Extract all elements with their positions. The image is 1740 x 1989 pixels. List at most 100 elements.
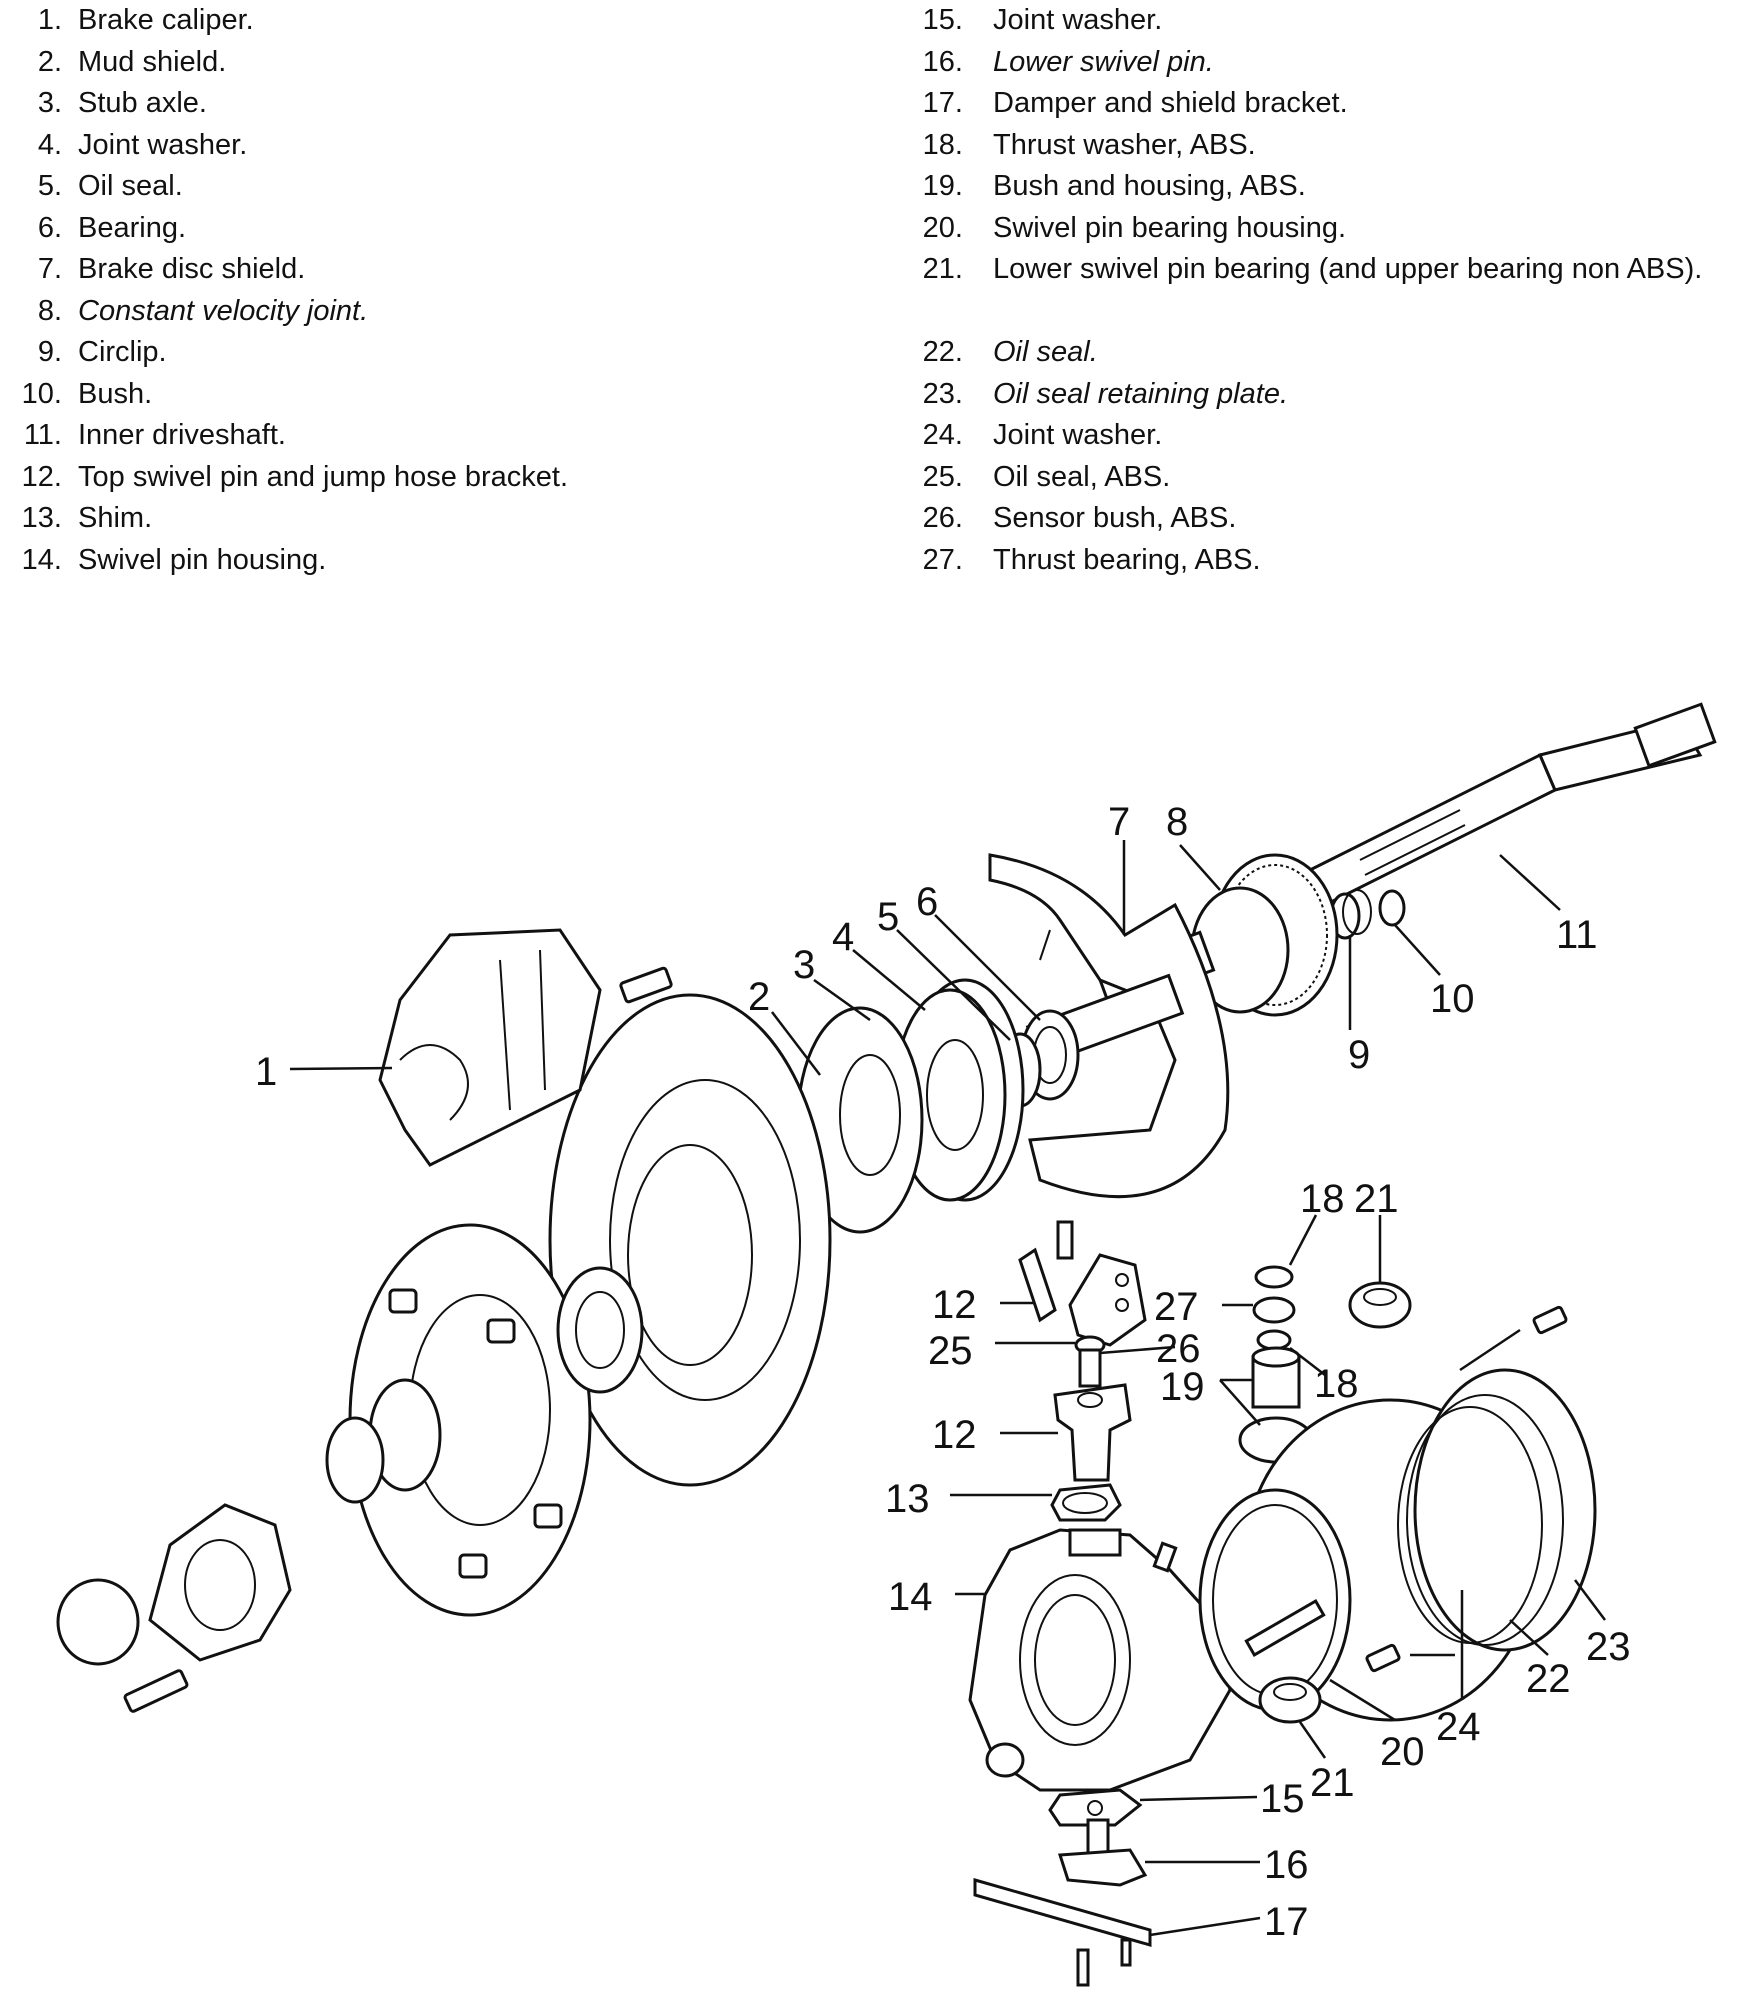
- callout-24: 24: [1436, 1705, 1481, 1749]
- callout-18-top: 18: [1300, 1177, 1345, 1221]
- callout-5: 5: [877, 895, 899, 939]
- callout-12-lower: 12: [932, 1413, 977, 1457]
- legend-item-24: 24.Joint washer.: [905, 415, 1740, 457]
- callout-6: 6: [916, 880, 938, 924]
- legend-number: 25.: [922, 460, 963, 493]
- legend-item-15: 15.Joint washer.: [905, 0, 1740, 42]
- callout-16: 16: [1264, 1843, 1309, 1887]
- legend-text: Stub axle.: [78, 87, 207, 119]
- legend-text: Bush and housing, ABS.: [993, 170, 1306, 202]
- legend-item-22: 22.Oil seal.: [905, 332, 1740, 374]
- top-swivel-pin: [1053, 1383, 1132, 1482]
- legend-item-16: 16.Lower swivel pin.: [905, 42, 1740, 84]
- legend-number: 23.: [922, 377, 963, 410]
- brake-disc-shield: [988, 853, 1230, 1199]
- legend-item-27: 27. Thrust bearing, ABS.: [905, 540, 1740, 582]
- legend-number: 4.: [37, 128, 62, 161]
- legend-item-21: 21. Lower swivel pin bearing (and upper b…: [905, 249, 1740, 332]
- legend-text: Joint washer.: [993, 419, 1163, 451]
- plate-bolt: [1532, 1305, 1568, 1335]
- legend-item-8: 8.Constant velocity joint.: [0, 291, 880, 333]
- thrust-bearing-abs: [1252, 1296, 1296, 1324]
- callout-1: 1: [255, 1050, 277, 1094]
- callout-11: 11: [1556, 913, 1598, 957]
- inner-driveshaft: [1308, 702, 1717, 908]
- callout-13: 13: [885, 1477, 930, 1521]
- legend-item-6: 6.Bearing.: [0, 208, 880, 250]
- hub: [348, 1223, 644, 1617]
- legend-text: Joint washer.: [78, 128, 248, 161]
- legend-number: 3.: [37, 87, 62, 119]
- callout-18-lower: 18: [1314, 1362, 1359, 1406]
- callout-20: 20: [1380, 1730, 1425, 1774]
- legend-item-18: 18. Thrust washer, ABS.: [905, 125, 1740, 167]
- thrust-washer-abs-lower: [1256, 1329, 1292, 1351]
- legend-number: 11.: [23, 419, 62, 451]
- housing-bolt: [1365, 1643, 1401, 1673]
- legend-text: Oil seal.: [78, 170, 183, 202]
- bush: [1378, 889, 1406, 927]
- legend-number: 15.: [922, 4, 963, 36]
- legend-number: 6.: [37, 211, 62, 244]
- hub-cap: [56, 1578, 140, 1666]
- callout-27: 27: [1154, 1285, 1199, 1329]
- callout-21-top: 21: [1354, 1177, 1399, 1221]
- legend-number: 27.: [922, 543, 963, 576]
- callout-7: 7: [1108, 800, 1130, 844]
- legend-text: Brake caliper.: [78, 4, 254, 36]
- legend-item-17: 17.Damper and shield bracket.: [905, 83, 1740, 125]
- legend-number: 14.: [21, 543, 62, 576]
- legend-text: Oil seal, ABS.: [993, 460, 1171, 493]
- legend-number: 5.: [37, 170, 62, 202]
- callout-22: 22: [1526, 1657, 1571, 1701]
- legend-text: Constant velocity joint.: [78, 294, 369, 327]
- top-swivel-pin-bracket: [1018, 1220, 1147, 1347]
- callout-2: 2: [748, 975, 770, 1019]
- legend-item-13: 13.Shim.: [0, 498, 880, 540]
- shim: [1050, 1483, 1122, 1522]
- legend-text: Thrust washer, ABS.: [993, 128, 1256, 161]
- legend-text: Sensor bush, ABS.: [993, 502, 1237, 534]
- callout-26: 26: [1156, 1327, 1201, 1371]
- legend-number: 26.: [922, 502, 963, 534]
- legend-text: Thrust bearing, ABS.: [993, 543, 1261, 576]
- legend-text: Oil seal retaining plate.: [993, 377, 1288, 410]
- oil-seal-retaining-plate: [1413, 1368, 1597, 1652]
- legend-number: 12.: [21, 460, 62, 493]
- legend-text: Lower swivel pin.: [993, 45, 1214, 78]
- callout-8: 8: [1166, 800, 1188, 844]
- legend-text: Mud shield.: [78, 45, 227, 78]
- callout-14: 14: [888, 1575, 933, 1619]
- callout-4: 4: [832, 915, 854, 959]
- callout-15: 15: [1260, 1777, 1305, 1821]
- legend-text: Brake disc shield.: [78, 253, 306, 285]
- legend-item-2: 2. Mud shield.: [0, 42, 880, 84]
- legend-number: 21.: [922, 253, 963, 285]
- swivel-pin-housing: [968, 1528, 1232, 1792]
- drive-member: [148, 1503, 292, 1662]
- legend-item-1: 1.Brake caliper.: [0, 0, 880, 42]
- legend-number: 2.: [37, 45, 62, 78]
- joint-washer-ring: [1397, 1406, 1543, 1644]
- thrust-washer-abs: [1254, 1265, 1294, 1289]
- legend-text: Top swivel pin and jump hose bracket.: [78, 460, 569, 493]
- callout-21-lower: 21: [1310, 1761, 1355, 1805]
- legend-number: 19.: [922, 170, 963, 202]
- legend-number: 20.: [922, 211, 963, 244]
- legend-number: 13.: [21, 502, 62, 534]
- callout-12-top: 12: [932, 1283, 977, 1327]
- parts-legend-left: 1.Brake caliper. 2. Mud shield. 3. Stub ax…: [0, 0, 880, 581]
- callout-23: 23: [1586, 1625, 1631, 1669]
- legend-text: Inner driveshaft.: [78, 419, 286, 451]
- legend-item-7: 7.Brake disc shield.: [0, 249, 880, 291]
- oil-seal-ring: [1406, 1394, 1564, 1646]
- parts-legend-right: 15.Joint washer. 16.Lower swivel pin. 17…: [905, 0, 1740, 581]
- legend-item-12: 12. Top swivel pin and jump hose bracket.: [0, 457, 880, 499]
- legend-number: 18.: [922, 128, 963, 161]
- legend-item-19: 19. Bush and housing, ABS.: [905, 166, 1740, 208]
- legend-text: Swivel pin housing.: [78, 543, 327, 576]
- legend-text: Lower swivel pin bearing (and upper bear…: [993, 253, 1703, 285]
- legend-item-23: 23. Oil seal retaining plate.: [905, 374, 1740, 416]
- hub-bolt: [123, 1669, 189, 1713]
- legend-item-14: 14. Swivel pin housing.: [0, 540, 880, 582]
